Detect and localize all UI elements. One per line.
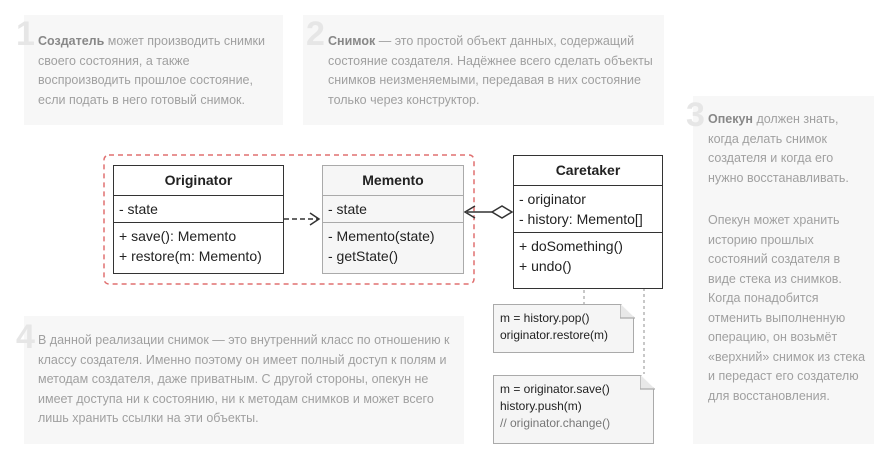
method: + save(): Memento [119, 228, 237, 244]
code-comment: // originator.change() [500, 416, 611, 430]
note-text: должен знать, когда делать снимок создат… [708, 112, 849, 185]
note-bold-term: Опекун [708, 112, 753, 126]
note-caretaker: 3 Опекун должен знать, когда делать сним… [686, 96, 874, 444]
class-name: Caretaker [514, 156, 662, 186]
note-text: может производить снимки своего состояни… [38, 34, 266, 107]
method: + restore(m: Memento) [119, 248, 262, 264]
note-originator: 1 Создатель может производить снимки сво… [16, 15, 283, 125]
methods-section: + doSomething() + undo() [514, 233, 662, 279]
folded-corner-icon [620, 303, 635, 319]
caretaker-class: Caretaker - originator - history: Mement… [513, 155, 663, 289]
field: - originator [519, 191, 586, 207]
code-line: history.push(m) [500, 399, 582, 413]
fields-section: - state [323, 196, 463, 223]
note-text: В данной реализации снимок — это внутрен… [38, 333, 450, 425]
aggregation-diamond [490, 205, 514, 219]
note-number: 2 [306, 15, 325, 53]
memento-class: Memento - state - Memento(state) - getSt… [322, 165, 464, 274]
method: - Memento(state) [328, 228, 435, 244]
inner-class-boundary [103, 154, 475, 285]
note-memento: 2 Снимок — это простой объект данных, со… [303, 15, 664, 125]
method: + undo() [519, 258, 572, 274]
field: - history: Memento[] [519, 211, 643, 227]
dependency-arrowhead [309, 212, 321, 226]
code-line: m = originator.save() [500, 382, 610, 396]
originator-class: Originator - state + save(): Memento + r… [113, 165, 284, 274]
code-note-do-something: m = originator.save() history.push(m) //… [493, 375, 654, 444]
note-bold-term: Снимок [328, 34, 376, 48]
fields-section: - state [114, 196, 283, 223]
class-name: Originator [114, 166, 283, 196]
note-text: — это простой объект данных, содержащий … [328, 34, 653, 107]
code-line: originator.restore(m) [500, 328, 609, 342]
methods-section: - Memento(state) - getState() [323, 223, 463, 269]
field: - state [119, 201, 158, 217]
note-number: 4 [16, 318, 35, 356]
note-number: 3 [686, 96, 705, 134]
note-text-2: Опекун может хранить историю прошлых сос… [708, 213, 866, 403]
method: + doSomething() [519, 238, 623, 254]
note-bold-term: Создатель [38, 34, 105, 48]
note-number: 1 [16, 15, 35, 53]
aggregation-arrowhead [463, 205, 476, 219]
note-inner-class: 4 В данной реализации снимок — это внутр… [16, 316, 464, 444]
code-line: m = history.pop() [500, 311, 590, 325]
field: - state [328, 201, 367, 217]
folded-corner-icon [640, 374, 655, 390]
methods-section: + save(): Memento + restore(m: Memento) [114, 223, 283, 269]
code-note-undo: m = history.pop() originator.restore(m) [493, 304, 634, 353]
fields-section: - originator - history: Memento[] [514, 186, 662, 233]
method: - getState() [328, 248, 399, 264]
class-name: Memento [323, 166, 463, 196]
